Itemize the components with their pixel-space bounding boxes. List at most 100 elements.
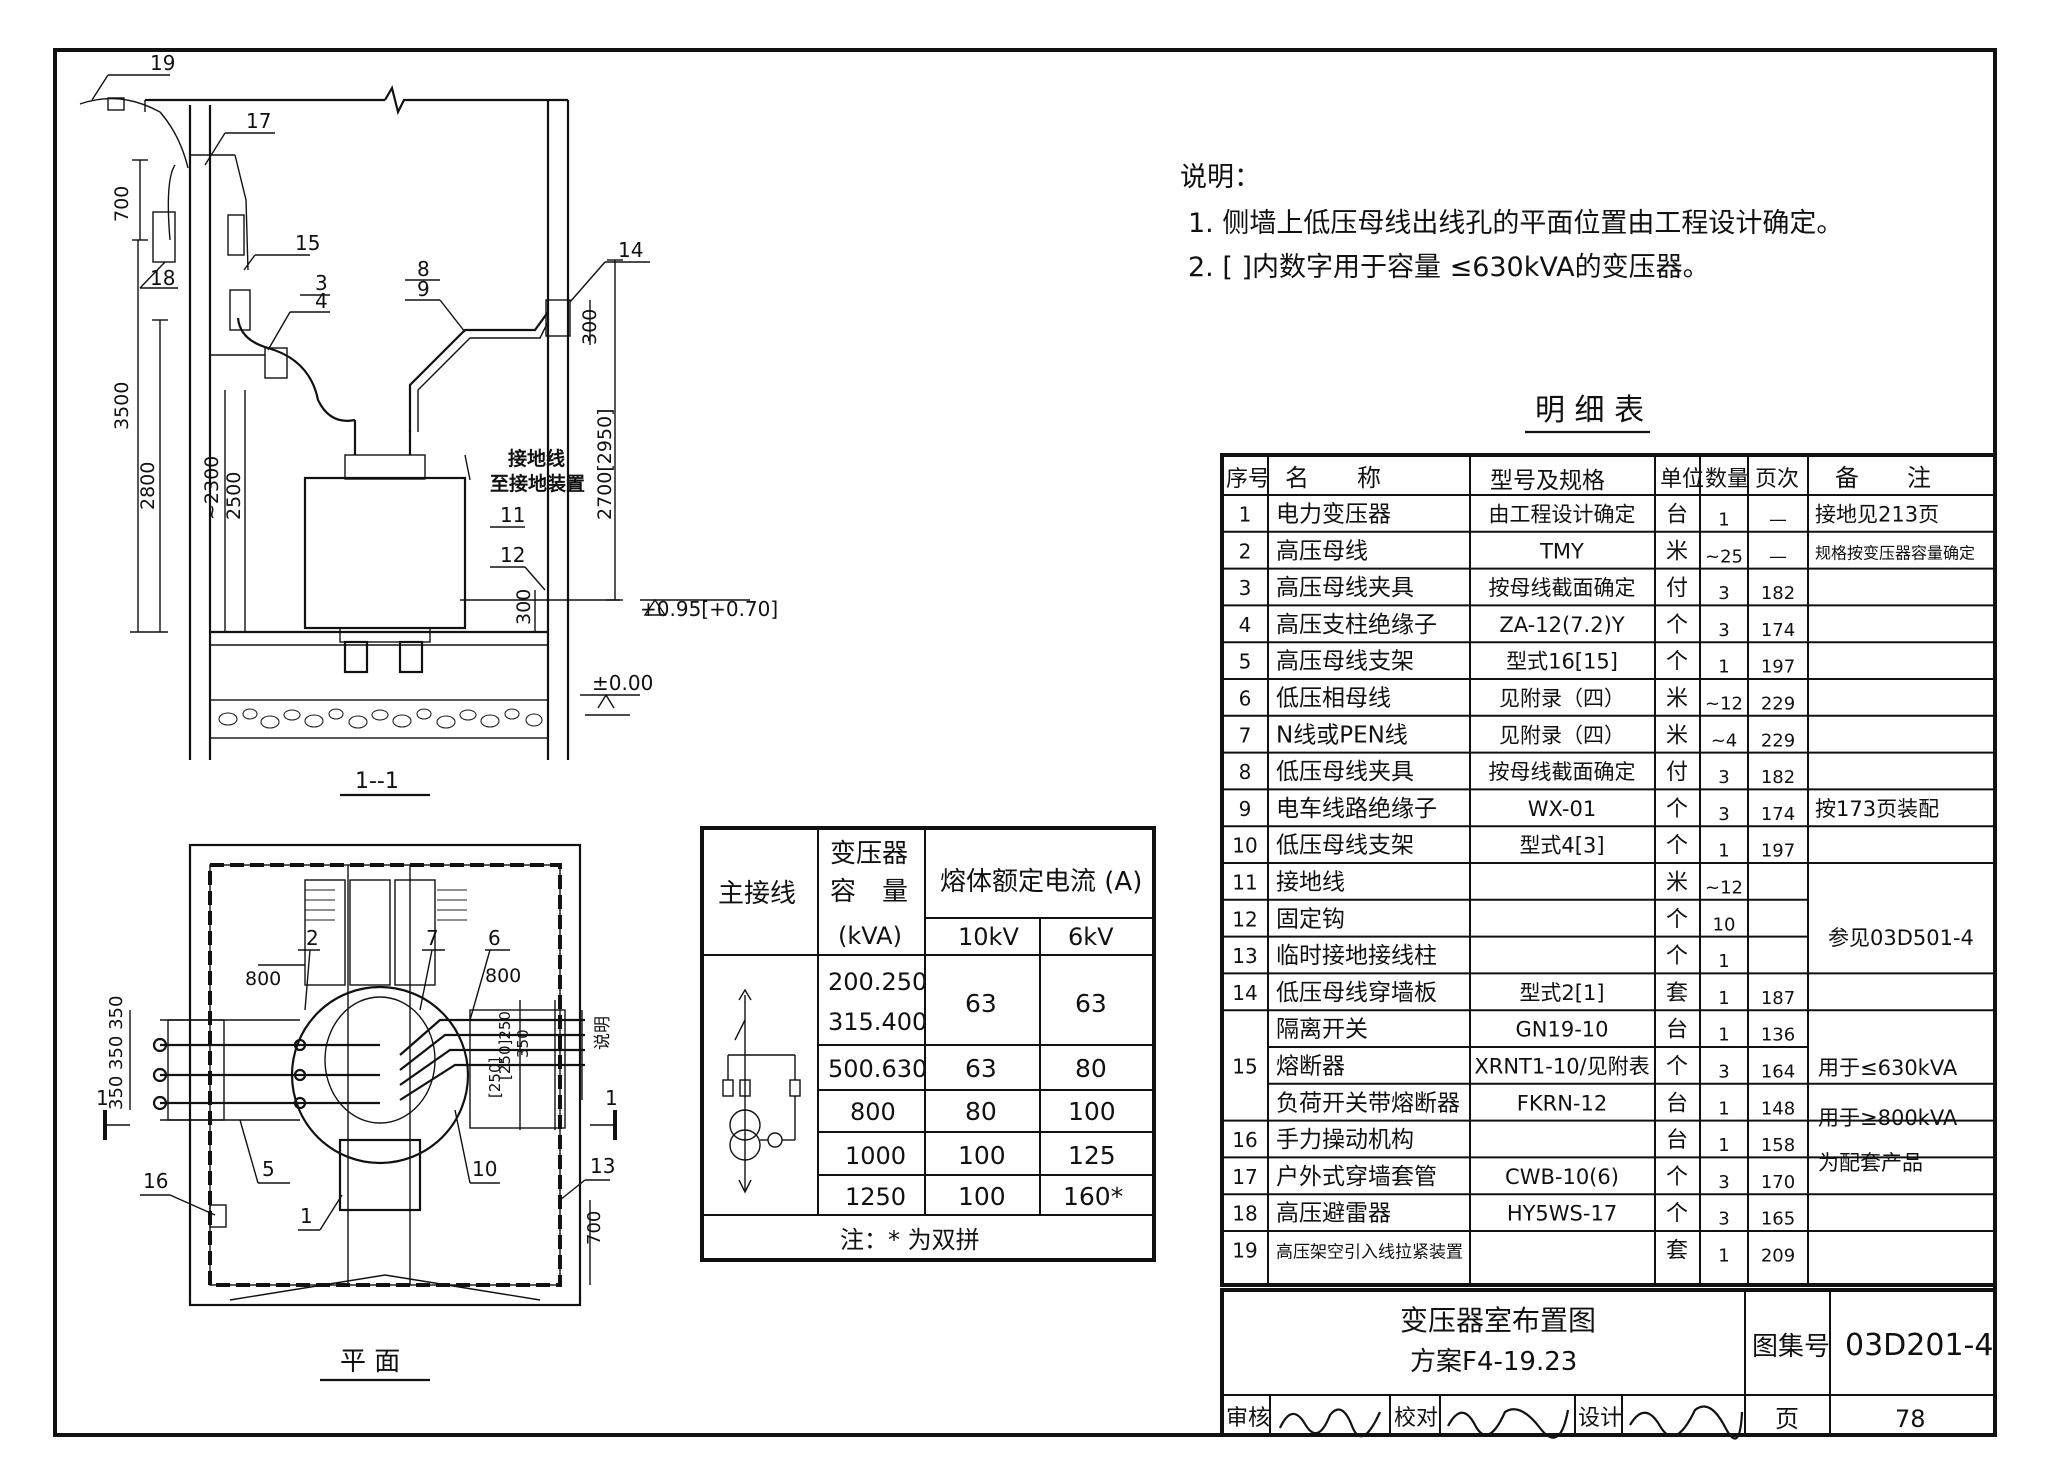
parts-row-name: 隔离开关 [1276,1017,1368,1043]
parts-row-unit: 台 [1666,502,1688,527]
parts-grid [1222,455,1995,1285]
parts-header-remark: 备 注 [1835,464,1931,492]
dim-2700: 2700[2950] [594,408,616,520]
plan-callout-10: 10 [472,1157,497,1181]
atlas-number: 03D201-4 [1845,1328,1993,1363]
parts-row-qty: 1 [1718,1098,1729,1119]
callout-11: 11 [500,503,525,527]
parts-row-unit: 个 [1666,907,1688,932]
parts-row-page: — [1769,546,1787,567]
design-label: 设计 [1578,1406,1622,1431]
fuse-row-5-cap: 1250 [845,1183,906,1211]
parts-row-page: 182 [1761,583,1795,604]
parts-row-name: 负荷开关带熔断器 [1276,1090,1460,1116]
fuse-row-1-cap-a: 200.250 [828,968,927,996]
callout-8: 8 [417,257,430,281]
parts-row-page: 164 [1761,1061,1795,1082]
parts-row-no: 12 [1232,907,1257,931]
section-caption: 1--1 [355,769,399,794]
fuse-row-2-10kv: 63 [965,1054,997,1083]
drawing-scheme: 方案F4-19.23 [1410,1347,1577,1377]
merged-remark-16: 为配套产品 [1818,1151,1923,1175]
parts-row-no: 19 [1232,1238,1257,1262]
parts-row-spec: 见附录（四） [1499,723,1625,747]
plan-callout-13: 13 [590,1154,615,1178]
fuse-row-2-cap: 500.630 [828,1055,927,1083]
parts-row-qty: ~12 [1705,693,1743,714]
parts-row-name: 低压相母线 [1276,685,1391,711]
parts-row-no: 13 [1232,944,1257,968]
parts-row-unit: 台 [1666,1091,1688,1116]
fuse-header-cap-2: 容 量 [830,877,908,907]
parts-row-name: 高压母线支架 [1276,649,1414,675]
plan-callout-6: 6 [488,926,501,950]
parts-row-unit: 付 [1666,760,1688,785]
parts-row-page: 197 [1761,657,1795,678]
check-label: 校对 [1394,1406,1438,1431]
callout-9: 9 [417,277,430,301]
parts-row-unit: 套 [1666,981,1688,1006]
parts-row-name: N线或PEN线 [1276,722,1408,748]
notes-title: 说明： [1180,162,1261,193]
parts-list-title: 明 细 表 [1535,393,1644,428]
ground-lead-label-2: 至接地装置 [490,472,585,495]
parts-row-unit: 个 [1666,1202,1688,1227]
dim-note: 说明 [593,1016,613,1050]
parts-row-remark: 按173页装配 [1815,797,1939,821]
dim-3500: 3500 [111,382,133,430]
parts-row-unit: 个 [1666,797,1688,822]
parts-row-no: 9 [1239,797,1252,821]
fuse-row-2-6kv: 80 [1075,1054,1107,1083]
parts-row-name: 低压母线支架 [1276,833,1414,859]
dim-2500: 2500 [223,472,245,520]
parts-row-qty: ~25 [1705,546,1743,567]
merged-remark-15b: 用于≥800kVA [1818,1106,1958,1130]
dim-300-top: 300 [579,309,601,345]
parts-row-unit: 套 [1666,1238,1688,1263]
plan-callout-5: 5 [262,1157,275,1181]
dim-350: 350 [106,1076,127,1110]
plan-callout-1: 1 [300,1204,313,1228]
parts-row-spec: GN19-10 [1515,1018,1608,1042]
parts-row-no: 10 [1232,834,1257,858]
parts-row-no: 7 [1239,723,1252,747]
parts-row-unit: 台 [1666,1018,1688,1043]
drawing-title: 变压器室布置图 [1400,1304,1596,1337]
parts-row-qty: 1 [1718,657,1729,678]
callout-3: 3 [315,271,328,295]
elevation-zero: ±0.00 [592,671,653,695]
fuse-header-6kv: 6kV [1068,923,1114,951]
parts-row-page: — [1769,509,1787,530]
dim-250b: [250]250 [496,1011,514,1080]
parts-row-unit: 米 [1666,723,1688,748]
parts-row-page: 165 [1761,1209,1795,1230]
parts-row-name: 电车线路绝缘子 [1276,796,1437,822]
fuse-row-1-cap-b: 315.400 [828,1008,927,1036]
parts-row-remark: 规格按变压器容量确定 [1815,543,1975,562]
parts-row-spec: TMY [1539,539,1584,563]
plan-view: 800 800 350 350 350 700 [250] [250]250 3… [96,843,618,1382]
plan-callout-16: 16 [143,1169,168,1193]
parts-row-no: 8 [1239,760,1252,784]
parts-row-name: 户外式穿墙套管 [1276,1164,1437,1190]
parts-row-name: 低压母线穿墙板 [1276,980,1437,1006]
parts-row-unit: 个 [1666,834,1688,859]
parts-row-unit: 个 [1666,1165,1688,1190]
parts-row-no: 2 [1239,539,1252,563]
fuse-row-4-6kv: 125 [1068,1141,1116,1170]
fuse-row-4-cap: 1000 [845,1142,906,1170]
fuse-header-main: 主接线 [718,879,796,909]
parts-header-name: 名 称 [1285,464,1381,492]
parts-row-page: 187 [1761,988,1795,1009]
parts-header-unit: 单位 [1660,467,1704,492]
parts-row-qty: 3 [1718,583,1729,604]
fuse-row-3-10kv: 80 [965,1097,997,1126]
dim-2800: 2800 [137,462,159,510]
parts-header-spec: 型号及规格 [1490,468,1605,494]
parts-row-name: 高压母线 [1276,538,1368,564]
parts-row-qty: 3 [1718,1172,1729,1193]
dim-2300: ~2300 [201,456,223,520]
callout-14: 14 [618,238,643,262]
parts-row-spec: 型式16[15] [1506,650,1618,674]
